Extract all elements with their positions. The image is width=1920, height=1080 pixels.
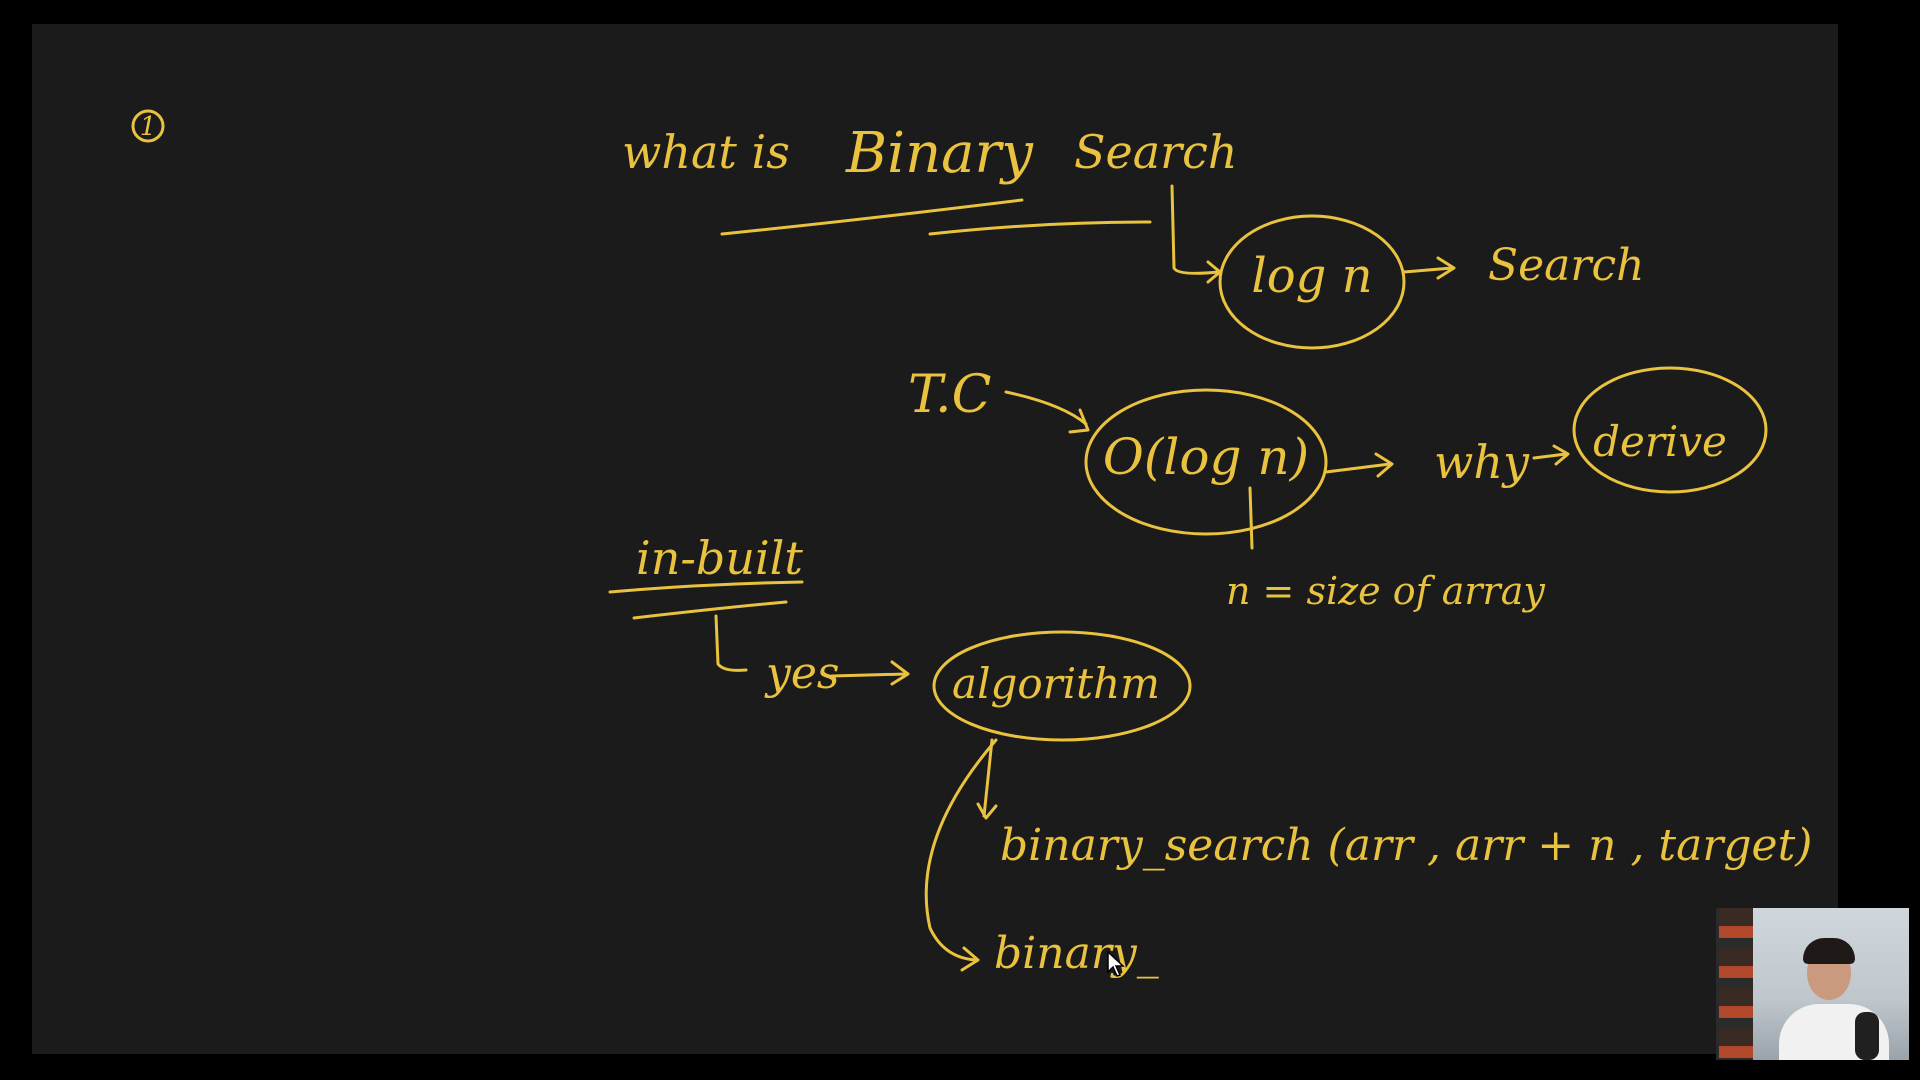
ologn-text: O(log n) xyxy=(1103,428,1309,486)
title-underline-1 xyxy=(720,198,1024,236)
arrow-logn-to-search xyxy=(1402,266,1454,274)
title-underline-2 xyxy=(928,220,1152,236)
algorithm-ellipse xyxy=(932,630,1192,742)
whiteboard-canvas xyxy=(32,24,1838,1054)
ologn-ellipse xyxy=(1084,388,1328,536)
title-what-is: what is xyxy=(622,125,790,179)
binary-partial: binary_ xyxy=(994,928,1159,979)
arrow-yes-to-algorithm-head xyxy=(890,660,910,686)
webcam-background-shelf xyxy=(1719,908,1753,1060)
webcam-overlay xyxy=(1716,908,1909,1060)
in-built-text: in-built xyxy=(636,531,803,585)
arrow-algorithm-to-binary xyxy=(924,738,998,962)
title-binary: Binary xyxy=(845,121,1034,186)
slide-number: 1 xyxy=(140,112,157,142)
arrow-why-to-derive-head xyxy=(1552,444,1570,466)
webcam-person-hair xyxy=(1803,938,1855,964)
arrow-yes-to-algorithm xyxy=(830,672,908,678)
arrow-tc-to-ologn xyxy=(1004,390,1088,426)
derive-ellipse xyxy=(1572,366,1768,494)
microphone-icon xyxy=(1855,1012,1879,1060)
derive-text: derive xyxy=(1593,417,1727,466)
binary-search-call: binary_search (arr , arr + n , target) xyxy=(1000,820,1812,871)
in-built-underline-1 xyxy=(608,580,804,594)
arrow-algorithm-to-binary-search-head xyxy=(976,802,998,820)
algorithm-text: algorithm xyxy=(952,659,1160,708)
arrow-algorithm-to-binary-head xyxy=(960,946,980,972)
arrow-algorithm-to-binary-search xyxy=(982,738,994,818)
n-size-of-array: n = size of array xyxy=(1226,569,1545,613)
logn-text: log n xyxy=(1251,248,1372,304)
logn-ellipse xyxy=(1218,214,1406,350)
arrow-inbuilt-to-yes xyxy=(714,614,748,672)
arrow-ologn-to-why xyxy=(1324,462,1392,474)
slide-number-circle xyxy=(131,109,165,143)
mouse-pointer-icon xyxy=(1107,950,1125,977)
arrow-tc-to-ologn-head xyxy=(1068,408,1090,434)
arrow-ologn-down xyxy=(1248,486,1254,550)
arrow-ologn-to-why-head xyxy=(1374,452,1394,478)
tc-label: T.C xyxy=(908,365,991,425)
arrow-why-to-derive xyxy=(1532,452,1568,460)
arrow-title-to-logn xyxy=(1170,184,1220,275)
in-built-underline-2 xyxy=(632,600,788,620)
search-word: Search xyxy=(1488,240,1644,291)
arrow-logn-to-search-head xyxy=(1436,256,1456,280)
yes-text: yes xyxy=(764,648,839,699)
why-text: why xyxy=(1434,435,1530,489)
title-search: Search xyxy=(1074,125,1238,179)
